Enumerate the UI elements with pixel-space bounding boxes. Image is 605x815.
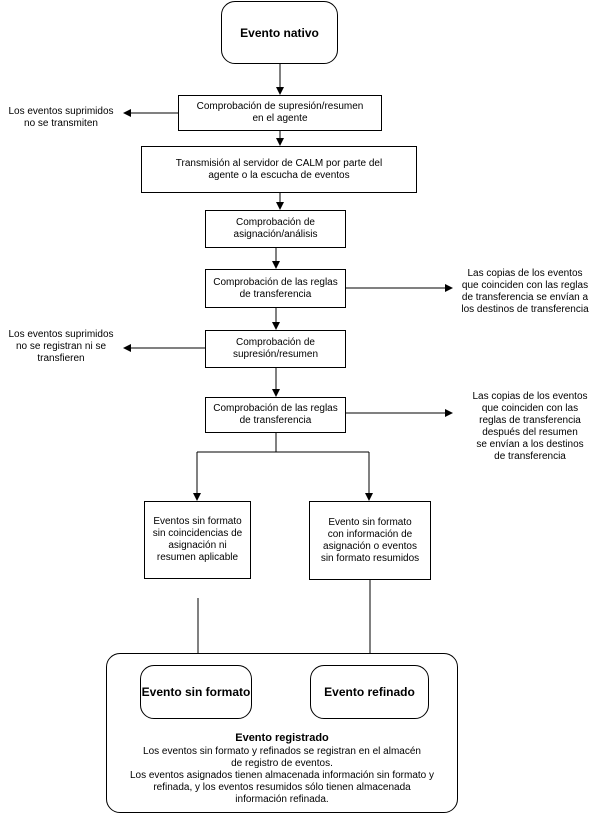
agent-suppression-check-box: Comprobación de supresión/resumen en el …: [178, 95, 382, 131]
mapped-events-box: Evento sin formato con información de as…: [309, 501, 431, 580]
logged-event-title: Evento registrado: [235, 732, 329, 744]
agent-suppressed-note: Los eventos suprimidos no se transmiten: [8, 106, 114, 129]
server-suppressed-note: Los eventos suprimidos no se registran n…: [8, 329, 114, 364]
transfer-rules-check-box-1: Comprobación de las reglas de transferen…: [205, 269, 346, 308]
transfer-copies-note-2: Las copias de los eventos que coinciden …: [472, 391, 588, 462]
transfer-rules-check-box-2: Comprobación de las reglas de transferen…: [205, 397, 346, 433]
refined-event-result: Evento refinado: [310, 665, 429, 719]
transfer-copies-note-1: Las copias de los eventos que coinciden …: [461, 268, 589, 315]
start-node: Evento nativo: [221, 1, 338, 64]
calm-transmission-box: Transmisión al servidor de CALM por part…: [141, 146, 417, 193]
logged-event-description: Los eventos sin formato y refinados se r…: [129, 746, 435, 805]
suppression-summary-check-box: Comprobación de supresión/resumen: [205, 330, 346, 368]
raw-events-box: Eventos sin formato sin coincidencias de…: [144, 501, 251, 579]
mapping-analysis-check-box: Comprobación de asignación/análisis: [205, 210, 346, 248]
raw-event-result: Evento sin formato: [140, 665, 252, 719]
